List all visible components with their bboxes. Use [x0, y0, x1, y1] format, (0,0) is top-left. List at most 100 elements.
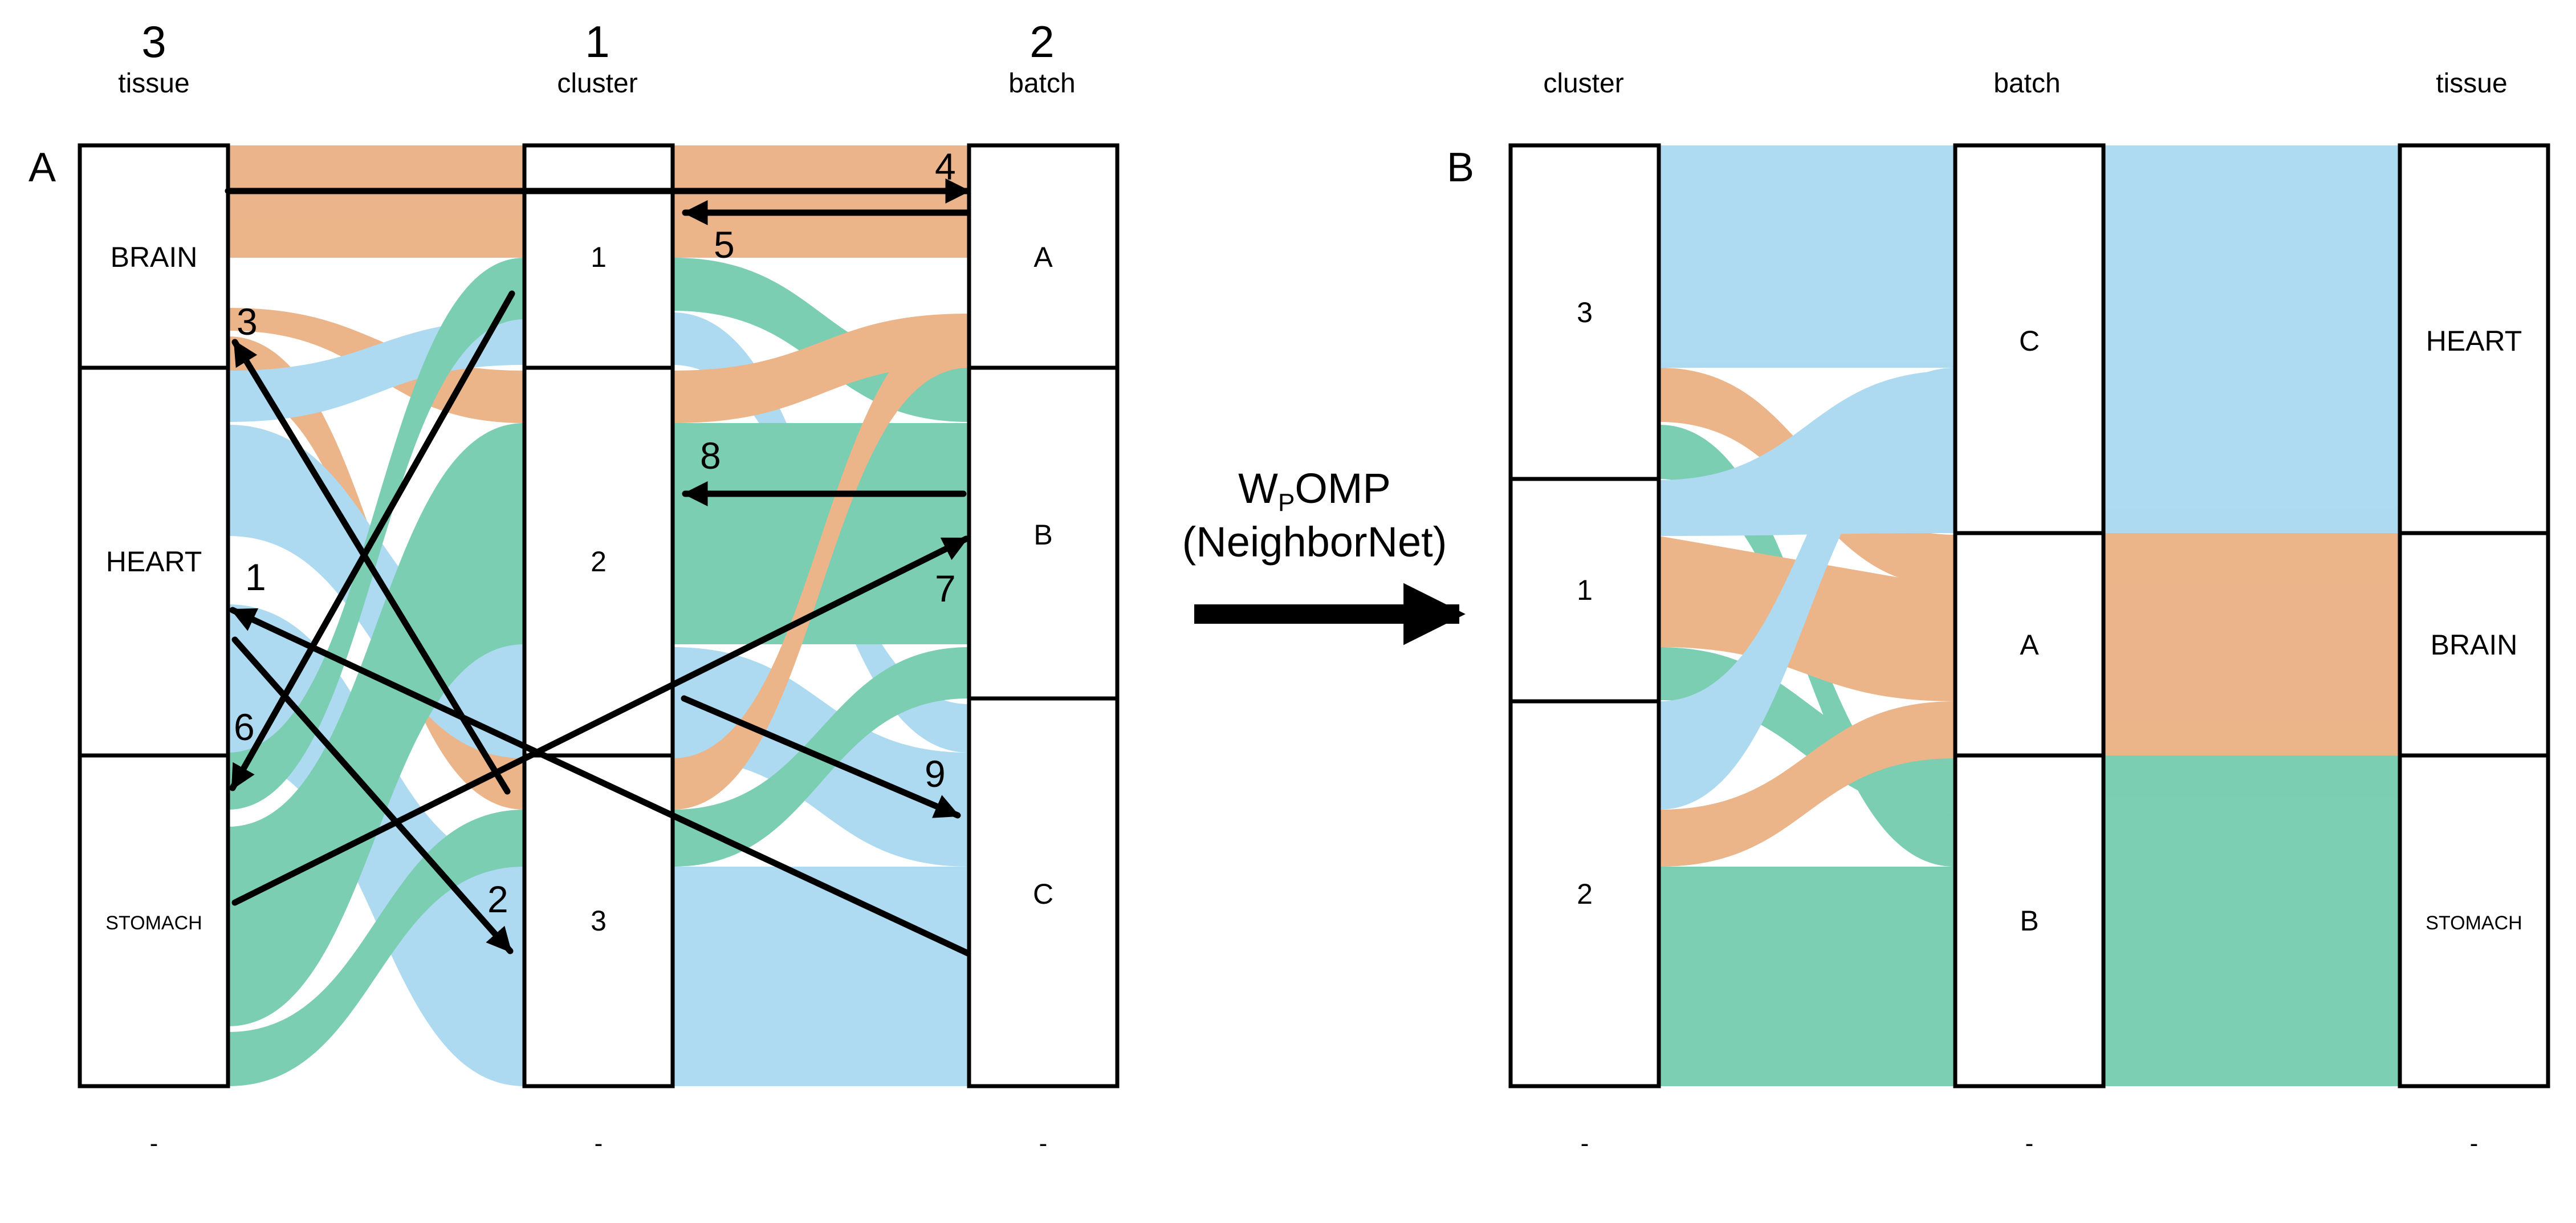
flow-c3-A	[673, 316, 969, 810]
arrow-2-number: 2	[487, 878, 508, 920]
tissue-axis-foot: -	[150, 1129, 158, 1157]
b-box-batch-A-label: A	[2020, 629, 2039, 661]
b-tissue-axis-foot: -	[2470, 1129, 2479, 1157]
batch-order-number: 2	[1029, 17, 1054, 67]
b-flow-B-stomach	[2103, 755, 2400, 1086]
swap-arrow-numbers: 1 2 3 4 5 6 7 8 9	[234, 145, 956, 920]
batch-axis-foot: -	[1039, 1129, 1048, 1157]
b-flows-cluster-to-batch	[1659, 145, 1955, 1086]
flow-c2-B	[673, 423, 969, 644]
b-box-batch-C	[1953, 143, 2106, 535]
b-batch-axis-foot: -	[2025, 1129, 2034, 1157]
arrow-9-number: 9	[925, 753, 946, 795]
box-brain-label: BRAIN	[111, 241, 198, 273]
b-batch-axis: C A B	[1953, 143, 2106, 1088]
arrow-3	[231, 339, 511, 795]
arrow-3-number: 3	[237, 300, 258, 343]
b-tissue-axis-title: tissue	[2436, 68, 2507, 99]
b-tissue-axis: HEART BRAIN STOMACH	[2398, 143, 2550, 1088]
method-name: WPOMP	[1238, 465, 1391, 517]
b-box-cluster-1-label: 1	[1577, 574, 1593, 606]
arrow-7-number: 7	[935, 567, 956, 610]
b-batch-axis-title: batch	[1993, 68, 2060, 99]
b-cluster-axis-foot: -	[1581, 1129, 1589, 1157]
cluster-axis-title: cluster	[557, 68, 637, 99]
box-cluster-2-label: 2	[591, 546, 607, 578]
b-box-cluster-1	[1508, 477, 1661, 704]
flow-c2-A	[673, 314, 969, 423]
box-brain	[78, 143, 230, 370]
panel-b: B cluster batch tissue 3 1	[1447, 68, 2550, 1157]
cluster-axis-foot: -	[595, 1129, 603, 1157]
box-batch-B	[967, 365, 1120, 701]
b-box-cluster-3	[1508, 143, 1661, 481]
arrow-8-number: 8	[700, 434, 721, 477]
arrow-4-number: 4	[935, 145, 956, 188]
arrow-5-number: 5	[714, 224, 735, 266]
arrow-9	[681, 695, 961, 819]
tissue-order-number: 3	[141, 17, 166, 67]
flow-stomach-c2	[228, 423, 524, 1026]
box-cluster-3-label: 3	[591, 905, 607, 937]
method-transform: WPOMP (NeighborNet)	[1182, 465, 1466, 645]
b-box-cluster-3-label: 3	[1577, 296, 1593, 328]
arrow-2	[231, 636, 514, 954]
box-batch-A-label: A	[1033, 241, 1053, 273]
b-box-batch-B-label: B	[2020, 905, 2038, 937]
b-flow-c3-C	[1659, 145, 1955, 368]
b-box-cluster-2-label: 2	[1577, 878, 1593, 910]
method-variant: (NeighborNet)	[1182, 518, 1447, 566]
cluster-axis: 1 2 3	[522, 143, 675, 1088]
b-cluster-axis: 3 1 2	[1508, 143, 1661, 1088]
b-flows-batch-to-tissue	[2103, 145, 2400, 1086]
box-batch-C-label: C	[1033, 878, 1053, 910]
arrow-7	[231, 535, 970, 906]
b-flow-c2-C	[1659, 368, 1955, 810]
b-box-stomach	[2398, 753, 2550, 1088]
b-cluster-axis-title: cluster	[1543, 68, 1623, 99]
arrow-1-number: 1	[245, 556, 266, 598]
box-heart-label: HEART	[106, 546, 202, 578]
tissue-axis-title: tissue	[118, 68, 189, 99]
arrow-6-number: 6	[234, 706, 255, 748]
panel-b-label: B	[1447, 145, 1474, 190]
box-batch-B-label: B	[1033, 519, 1052, 551]
b-box-brain	[2398, 531, 2550, 758]
b-box-batch-A	[1953, 531, 2106, 758]
b-flow-A-brain	[2103, 533, 2400, 755]
tissue-axis: BRAIN HEART STOMACH	[78, 143, 230, 1088]
box-batch-C	[967, 696, 1120, 1088]
panel-a: A 3 tissue 1 cluster 2 batch	[29, 17, 1120, 1157]
b-box-batch-B	[1953, 753, 2106, 1088]
b-box-stomach-label: STOMACH	[2426, 912, 2522, 934]
b-flow-C-heart	[2103, 145, 2400, 533]
flows-tissue-to-cluster	[228, 145, 524, 1086]
flow-c1-A	[673, 145, 969, 258]
batch-axis-title: batch	[1008, 68, 1075, 99]
flow-brain-c1	[228, 145, 524, 258]
b-box-heart	[2398, 143, 2550, 535]
b-box-heart-label: HEART	[2426, 325, 2522, 357]
cluster-order-number: 1	[585, 17, 609, 67]
box-stomach-label: STOMACH	[105, 912, 202, 934]
box-cluster-1-label: 1	[591, 241, 607, 273]
b-flow-c2-B	[1659, 867, 1955, 1086]
box-cluster-3	[522, 753, 675, 1088]
box-heart	[78, 365, 230, 758]
box-stomach	[78, 753, 230, 1088]
box-cluster-1	[522, 143, 675, 370]
b-flow-c1-A	[1659, 536, 1955, 701]
flow-c3-C	[673, 867, 969, 1086]
panel-a-label: A	[29, 145, 56, 190]
flows-cluster-to-batch	[673, 145, 969, 1086]
arrow-1	[229, 607, 971, 957]
b-flow-c2-A	[1659, 701, 1955, 867]
box-cluster-2	[522, 365, 675, 758]
b-box-brain-label: BRAIN	[2431, 629, 2518, 661]
batch-axis: A B C	[967, 143, 1120, 1088]
swap-arrows	[225, 178, 971, 957]
arrow-6	[229, 290, 515, 791]
b-box-cluster-2	[1508, 699, 1661, 1088]
b-box-batch-C-label: C	[2019, 325, 2040, 357]
